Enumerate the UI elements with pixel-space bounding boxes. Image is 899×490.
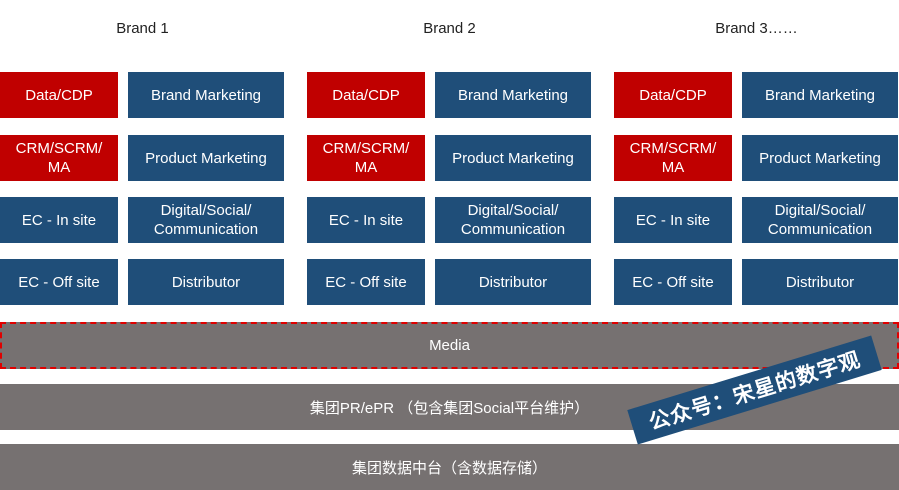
box-label: EC - Off site — [325, 273, 407, 291]
box-label: Digital/Social/ Communication — [153, 202, 259, 238]
brand-1-box: Product Marketing — [128, 135, 284, 181]
box-label: Distributor — [785, 273, 855, 291]
box-label: Distributor — [171, 273, 241, 291]
group-data-layer: 集团数据中台（含数据存储） — [0, 444, 899, 490]
brand-2-title: Brand 2 — [423, 20, 476, 37]
brand-2-box: EC - Off site — [307, 259, 425, 305]
brand-2-box: CRM/SCRM/ MA — [307, 135, 425, 181]
box-label: Brand Marketing — [150, 86, 262, 104]
brand-3-box: Digital/Social/ Communication — [742, 197, 898, 243]
brand-1-box: CRM/SCRM/ MA — [0, 135, 118, 181]
box-label: Distributor — [478, 273, 548, 291]
brand-3-box: Product Marketing — [742, 135, 898, 181]
brand-3-box: EC - Off site — [614, 259, 732, 305]
brand-3-box: Brand Marketing — [742, 72, 898, 118]
brand-1-box: EC - In site — [0, 197, 118, 243]
box-label: Data/CDP — [332, 86, 400, 104]
brand-2-box: Distributor — [435, 259, 591, 305]
brand-1-box: Data/CDP — [0, 72, 118, 118]
brand-3-box: Distributor — [742, 259, 898, 305]
box-label: CRM/SCRM/ MA — [15, 140, 103, 176]
box-label: EC - In site — [635, 211, 711, 229]
brand-1-box: Brand Marketing — [128, 72, 284, 118]
box-label: Product Marketing — [452, 149, 574, 167]
brand-1-title: Brand 1 — [116, 20, 169, 37]
brand-2-box: Brand Marketing — [435, 72, 591, 118]
box-label: Product Marketing — [145, 149, 267, 167]
box-label: Brand Marketing — [764, 86, 876, 104]
brand-1-box: EC - Off site — [0, 259, 118, 305]
brand-2-box: EC - In site — [307, 197, 425, 243]
brand-2-box: Digital/Social/ Communication — [435, 197, 591, 243]
group-pr-label: 集团PR/ePR （包含集团Social平台维护） — [309, 399, 590, 417]
box-label: CRM/SCRM/ MA — [629, 140, 717, 176]
brand-2-box: Data/CDP — [307, 72, 425, 118]
box-label: CRM/SCRM/ MA — [322, 140, 410, 176]
box-label: EC - Off site — [632, 273, 714, 291]
box-label: Digital/Social/ Communication — [767, 202, 873, 238]
media-label: Media — [429, 337, 470, 354]
brand-2-box: Product Marketing — [435, 135, 591, 181]
box-label: Digital/Social/ Communication — [460, 202, 566, 238]
box-label: EC - In site — [21, 211, 97, 229]
box-label: Data/CDP — [639, 86, 707, 104]
brand-3-box: Data/CDP — [614, 72, 732, 118]
brand-1-box: Distributor — [128, 259, 284, 305]
brand-3-box: EC - In site — [614, 197, 732, 243]
box-label: Product Marketing — [759, 149, 881, 167]
brand-3-title: Brand 3…… — [715, 20, 798, 37]
group-data-label: 集团数据中台（含数据存储） — [351, 459, 547, 477]
box-label: Data/CDP — [25, 86, 93, 104]
brand-3-box: CRM/SCRM/ MA — [614, 135, 732, 181]
box-label: Brand Marketing — [457, 86, 569, 104]
box-label: EC - Off site — [18, 273, 100, 291]
media-layer: Media — [0, 322, 899, 369]
box-label: EC - In site — [328, 211, 404, 229]
brand-1-box: Digital/Social/ Communication — [128, 197, 284, 243]
